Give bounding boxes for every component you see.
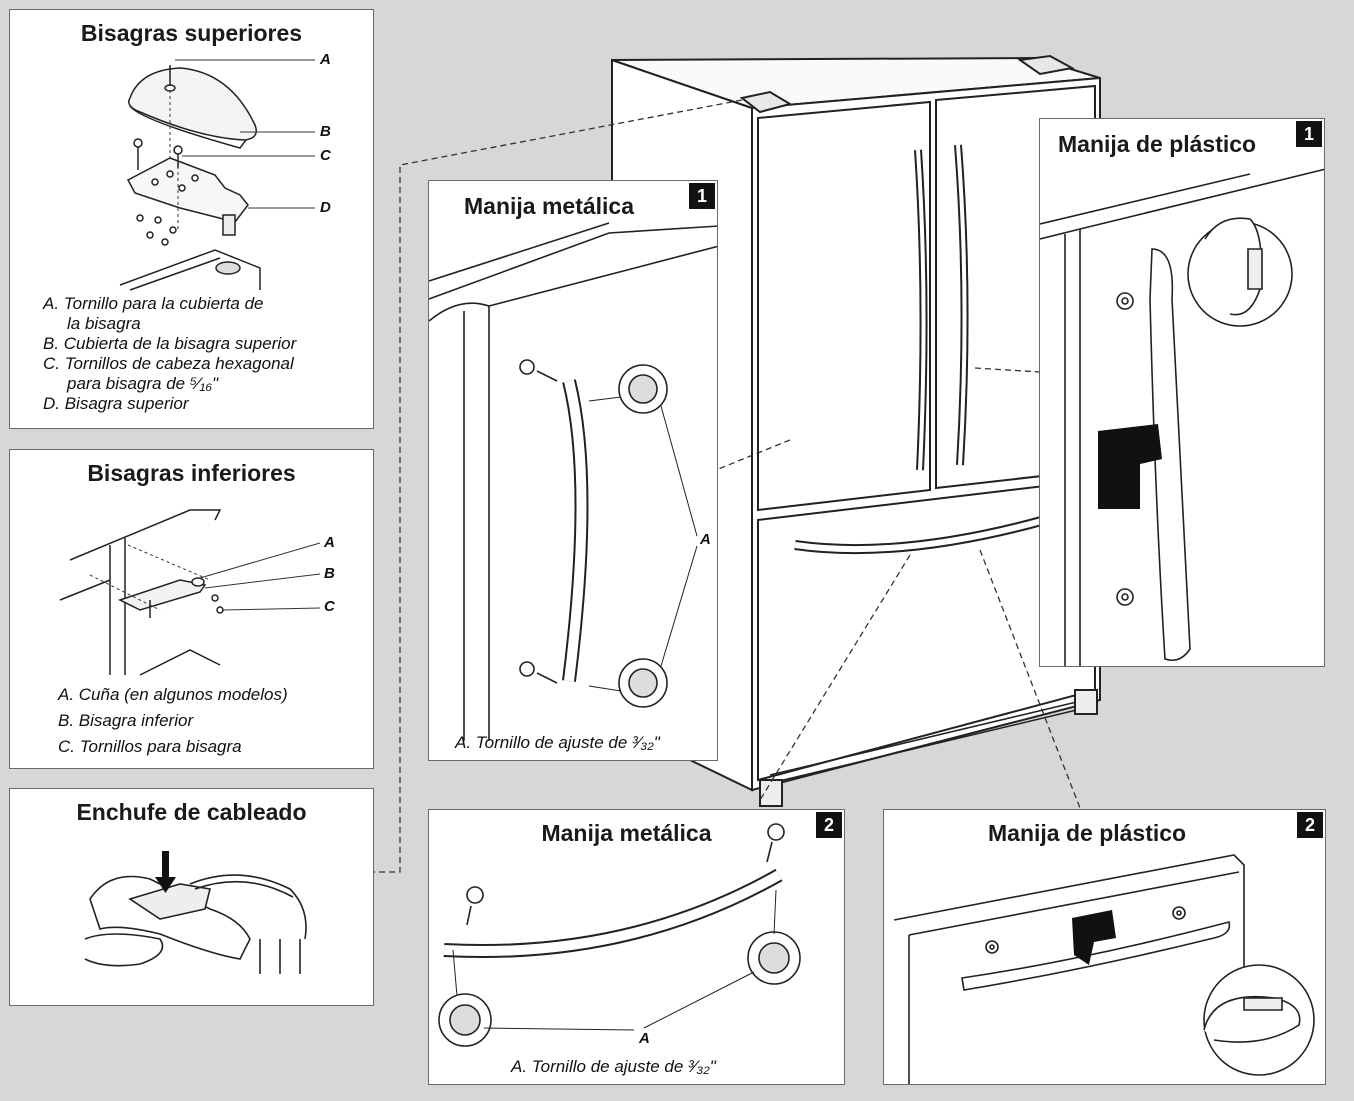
plastic-handle-horizontal-drawing <box>884 810 1326 1085</box>
panel-title: Manija metálica <box>464 193 635 219</box>
metal-handle-horizontal-drawing <box>429 810 845 1085</box>
label-b: B <box>320 123 331 140</box>
legend-item-a: A. Cuña (en algunos modelos) <box>58 685 288 704</box>
plastic-handle-vertical-drawing <box>1040 119 1325 667</box>
panel-title: Enchufe de cableado <box>76 799 307 825</box>
wiring-plug-panel: Enchufe de cableado <box>9 788 374 1006</box>
top-hinge-drawing <box>10 10 374 429</box>
legend-item-a-cont: la bisagra <box>67 314 141 333</box>
legend-item-b: B. Bisagra inferior <box>58 711 194 730</box>
bottom-hinge-drawing <box>10 450 374 769</box>
step-badge: 2 <box>816 812 842 838</box>
legend-item-a: A. Tornillo para la cubierta de <box>43 294 264 313</box>
label-c: C <box>320 147 331 164</box>
label-a: A <box>324 534 335 551</box>
bottom-hinges-legend: A. Cuña (en algunos modelos) B. Bisagra … <box>58 682 288 760</box>
panel-title: Bisagras inferiores <box>87 460 296 486</box>
top-hinges-legend: A. Tornillo para la cubierta de la bisag… <box>43 294 296 414</box>
panel-title: Manija de plástico <box>1058 131 1257 157</box>
label-a: A <box>639 1030 650 1047</box>
step-badge: 1 <box>689 183 715 209</box>
legend-item-d: D. Bisagra superior <box>43 394 189 413</box>
label-b: B <box>324 565 335 582</box>
label-a: A <box>320 51 331 68</box>
metal-handle-step2-caption: A. Tornillo de ajuste de ³⁄₃₂" <box>511 1057 716 1076</box>
panel-title: Manija metálica <box>541 820 712 846</box>
panel-title: Manija de plástico <box>988 820 1187 846</box>
step-badge: 2 <box>1297 812 1323 838</box>
wiring-plug-drawing <box>10 851 374 1006</box>
panel-title: Bisagras superiores <box>80 20 303 46</box>
legend-item-b: B. Cubierta de la bisagra superior <box>43 334 297 353</box>
label-d: D <box>320 199 331 216</box>
plastic-handle-step2-panel: Manija de plástico 2 <box>883 809 1326 1085</box>
metal-handle-step1-caption: A. Tornillo de ajuste de ³⁄₃₂" <box>455 733 660 752</box>
metal-handle-step2-panel: Manija metálica 2 A A. Tornillo de ajust… <box>428 809 845 1085</box>
legend-item-c: C. Tornillos de cabeza hexagonal <box>43 354 294 373</box>
legend-item-c: C. Tornillos para bisagra <box>58 737 242 756</box>
bottom-hinges-panel: Bisagras inferiores A B C A. Cuña (en al… <box>9 449 374 769</box>
metal-handle-vertical-drawing <box>429 181 718 761</box>
label-c: C <box>324 598 335 615</box>
label-a: A <box>700 531 711 548</box>
plastic-handle-step1-panel: Manija de plástico 1 <box>1039 118 1325 667</box>
step-badge: 1 <box>1296 121 1322 147</box>
legend-item-c-cont: para bisagra de ⁵⁄₁₆" <box>67 374 219 393</box>
metal-handle-step1-panel: Manija metálica 1 <box>428 180 718 761</box>
top-hinges-panel: Bisagras superiores <box>9 9 374 429</box>
